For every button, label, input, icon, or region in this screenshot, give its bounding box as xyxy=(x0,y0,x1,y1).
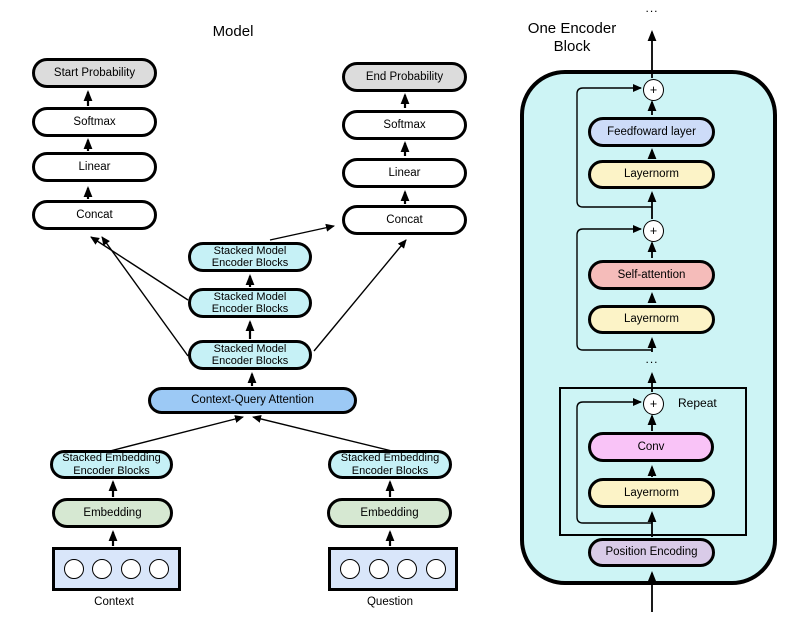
left-diagonal-arrows xyxy=(90,223,407,452)
repeat-box xyxy=(559,387,747,536)
position-encoding-node: Position Encoding xyxy=(588,538,715,567)
token-circle xyxy=(426,559,447,579)
embedding-question-node: Embedding xyxy=(327,498,452,528)
question-label: Question xyxy=(366,596,414,608)
node-label: Stacked Model xyxy=(213,244,287,257)
layernorm-self-attention-node: Layernorm xyxy=(588,305,715,334)
stacked-embedding-encoder-blocks-question: Stacked Embedding Encoder Blocks xyxy=(328,450,452,479)
token-circle xyxy=(63,559,84,579)
linear-end-node: Linear xyxy=(342,158,467,188)
token-circle xyxy=(92,559,113,579)
softmax-end-node: Softmax xyxy=(342,110,467,140)
encoder-block-title: One Encoder Block xyxy=(512,20,632,56)
self-attention-node: Self-attention xyxy=(588,260,715,290)
token-circle xyxy=(397,559,418,579)
concat-start-node: Concat xyxy=(32,200,157,230)
node-label: Stacked Model xyxy=(213,342,287,355)
layernorm-conv-node: Layernorm xyxy=(588,478,715,508)
node-label: Encoder Blocks xyxy=(351,464,429,477)
left-vertical-arrows xyxy=(83,90,410,546)
softmax-start-node: Softmax xyxy=(32,107,157,137)
stacked-model-encoder-blocks-2: Stacked Model Encoder Blocks xyxy=(188,288,312,318)
add-circle-conv: + xyxy=(643,393,664,415)
repeat-label: Repeat xyxy=(678,396,717,410)
node-label: Encoder Blocks xyxy=(211,303,289,315)
layernorm-feedforward-node: Layernorm xyxy=(588,160,715,189)
ellipsis-middle: ... xyxy=(645,352,659,366)
context-label: Context xyxy=(94,596,134,608)
token-circle xyxy=(149,559,170,579)
node-label: Encoder Blocks xyxy=(211,257,289,269)
add-circle-self-attention: + xyxy=(643,220,664,242)
conv-node: Conv xyxy=(588,432,714,462)
stacked-embedding-encoder-blocks-context: Stacked Embedding Encoder Blocks xyxy=(50,450,173,479)
residual-skip-connections xyxy=(576,84,652,524)
context-query-attention-node: Context-Query Attention xyxy=(148,387,357,414)
end-probability-node: End Probability xyxy=(342,62,467,92)
stacked-model-encoder-blocks-1: Stacked Model Encoder Blocks xyxy=(188,340,312,370)
title-line: Block xyxy=(553,38,591,55)
token-circle xyxy=(368,559,389,579)
concat-end-node: Concat xyxy=(342,205,467,235)
start-probability-node: Start Probability xyxy=(32,58,157,88)
linear-start-node: Linear xyxy=(32,152,157,182)
node-label: Encoder Blocks xyxy=(211,355,289,367)
stacked-model-encoder-blocks-3: Stacked Model Encoder Blocks xyxy=(188,242,312,272)
model-title: Model xyxy=(212,23,254,40)
embedding-context-node: Embedding xyxy=(52,498,173,528)
question-tokens-box xyxy=(328,547,458,591)
ellipsis-top: ... xyxy=(645,1,659,15)
node-label: Stacked Embedding xyxy=(62,452,161,464)
context-tokens-box xyxy=(52,547,181,591)
title-line: One Encoder xyxy=(527,20,617,37)
token-circle xyxy=(120,559,141,579)
node-label: Stacked Model xyxy=(213,290,287,303)
node-label: Encoder Blocks xyxy=(73,464,150,477)
add-circle-feedforward: + xyxy=(643,79,664,101)
feedforward-layer-node: Feedfoward layer xyxy=(588,117,715,147)
token-circle xyxy=(339,559,360,579)
node-label: Stacked Embedding xyxy=(340,452,440,464)
